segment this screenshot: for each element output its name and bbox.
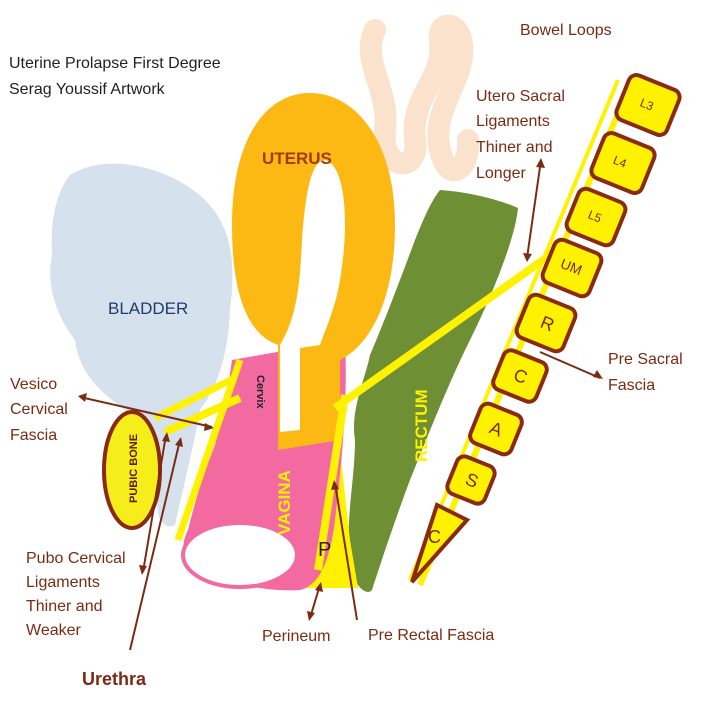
arrowhead-vesico-left — [78, 393, 87, 402]
vertebra-l4: L4 — [589, 131, 657, 195]
bowel-loops-shape — [359, 14, 480, 181]
arrowhead-pre-sacral — [593, 370, 603, 379]
vesico-cervical-line-1: Vesico — [10, 376, 57, 393]
vesico-cervical-line-3: Fascia — [10, 427, 57, 444]
perineal-body-label: P — [318, 539, 331, 561]
utero-sacral-line-1: Utero Sacral — [476, 88, 565, 105]
vertebra-um-label: UM — [558, 255, 584, 278]
vertebra-coccyx-label: C — [428, 527, 441, 547]
vaginal-opening — [181, 521, 299, 589]
vertebra-l3: L3 — [614, 73, 682, 137]
pubic-bone-label: PUBIC BONE — [128, 434, 140, 503]
rectum-shape — [348, 190, 518, 592]
pubic-bone: PUBIC BONE — [102, 410, 162, 530]
recto-vaginal-strip — [314, 394, 349, 571]
utero-sacral-label: Utero Sacral Ligaments Thiner and Longer — [476, 88, 565, 182]
arrow-pre-sacral — [539, 351, 601, 379]
vesico-vaginal-strip — [174, 358, 244, 542]
vertebra-coccyx: C — [410, 502, 471, 584]
title-line-1: Uterine Prolapse First Degree — [9, 55, 221, 72]
arrow-pubo-cervical — [142, 434, 167, 573]
arrowhead-utero-sacral-top — [536, 158, 545, 168]
bladder-label: BLADDER — [108, 299, 188, 318]
vertebra-l3-label: L3 — [638, 96, 656, 114]
rectum-label: RECTUM — [412, 389, 431, 462]
pubo-cervical-line-4: Weaker — [26, 622, 82, 639]
pointer-arrows — [78, 158, 603, 651]
vertebra-c: C — [491, 348, 549, 404]
urethra-label: Urethra — [82, 669, 147, 689]
vertebra-l5: L5 — [564, 186, 628, 248]
bladder-shape — [50, 163, 233, 527]
vertebra-l4-label: L4 — [611, 153, 629, 171]
arrow-urethra — [129, 439, 181, 651]
vertebra-r: R — [514, 292, 578, 354]
vagina-label: VAGINA — [275, 470, 294, 535]
arrow-vesico-cervical — [79, 396, 213, 428]
arrow-pre-rectal — [334, 482, 358, 621]
vertebra-a: A — [468, 401, 524, 457]
arrow-utero-sacral — [526, 159, 542, 259]
pre-rectal-fascia-label: Pre Rectal Fascia — [368, 627, 494, 644]
vesico-cervical-label: Vesico Cervical Fascia — [10, 376, 68, 444]
arrowhead-pre-rectal — [331, 480, 339, 490]
vertebra-l5-label: L5 — [586, 208, 604, 226]
cervix-label: Cervix — [254, 375, 266, 410]
vertebra-s: S — [445, 454, 497, 506]
pubo-cervical-ligament-2 — [153, 374, 237, 422]
pre-sacral-label: Pre Sacral Fascia — [608, 351, 683, 394]
pre-sacral-line-2: Fascia — [608, 377, 655, 394]
pre-sacral-line-1: Pre Sacral — [608, 351, 683, 368]
sacral-spine-line-2 — [408, 79, 620, 581]
utero-sacral-line-4: Longer — [476, 165, 526, 182]
pubo-cervical-label: Pubo Cervical Ligaments Thiner and Weake… — [26, 550, 126, 639]
vesico-cervical-line-2: Cervical — [10, 401, 68, 418]
arrowhead-perineum-top — [315, 582, 323, 592]
perineum-label: Perineum — [262, 628, 330, 645]
pubo-cervical-line-1: Pubo Cervical — [26, 550, 126, 567]
vertebra-um: UM — [540, 237, 604, 299]
uterine-cavity — [280, 160, 345, 432]
arrowhead-urethra — [175, 437, 183, 447]
arrowhead-pubo-top — [162, 432, 170, 442]
utero-sacral-line-3: Thiner and — [476, 139, 553, 156]
pubo-cervical-line-3: Thiner and — [26, 598, 103, 615]
bowel-loops-label: Bowel Loops — [520, 22, 612, 39]
arrowhead-utero-sacral-bottom — [523, 253, 532, 262]
title-line-2: Serag Youssif Artwork — [9, 81, 166, 98]
utero-sacral-ligament — [332, 244, 563, 412]
pubo-cervical-line-2: Ligaments — [26, 574, 100, 591]
arrowhead-pubo-bottom — [139, 565, 147, 575]
arrowhead-perineum-bottom — [307, 611, 315, 621]
utero-sacral-line-2: Ligaments — [476, 113, 550, 130]
uterus-label: UTERUS — [262, 149, 332, 168]
arrowhead-vesico-right — [204, 423, 214, 431]
